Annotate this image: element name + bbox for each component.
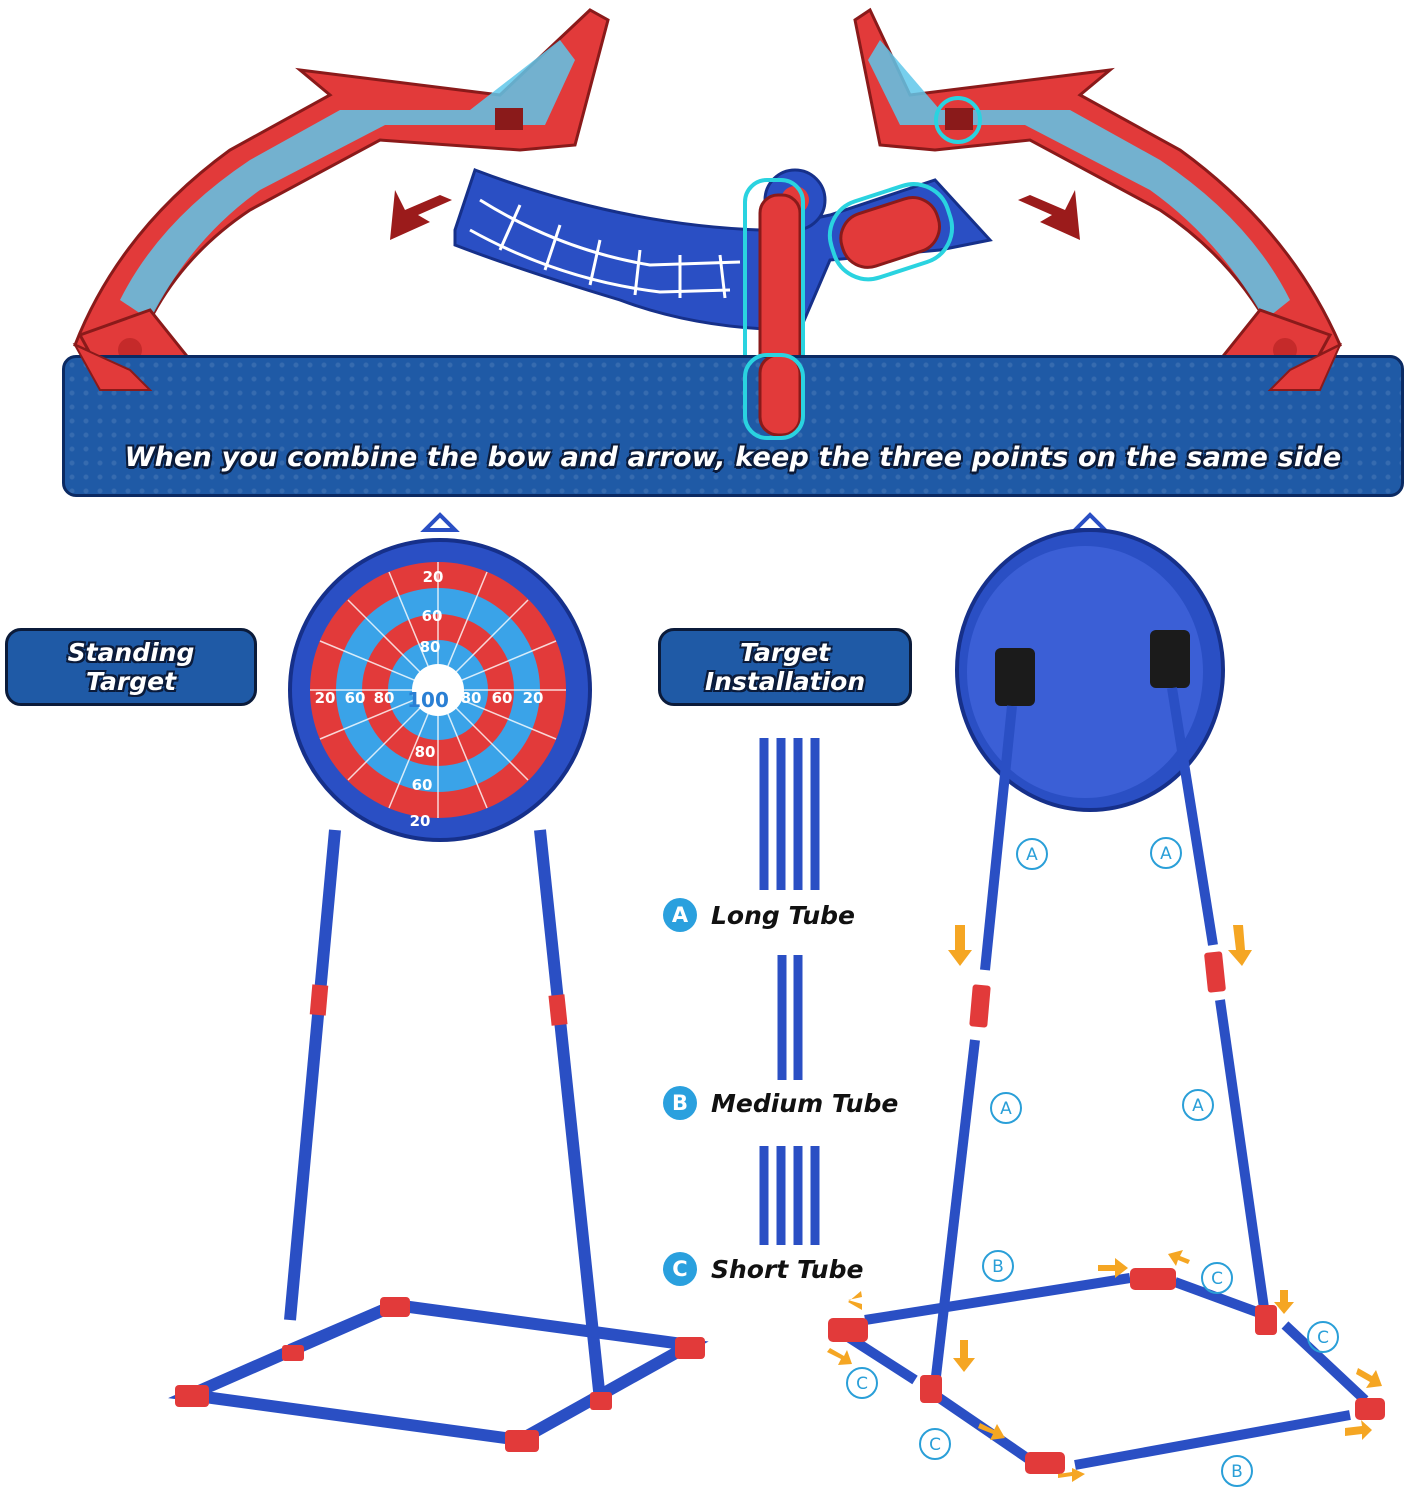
diagram-tubes	[842, 687, 1369, 1470]
marker-label: C	[1317, 1328, 1329, 1348]
score-center: 100	[407, 688, 449, 712]
target-board-back	[955, 512, 1225, 812]
score-left-2: 60	[345, 689, 366, 707]
tube-letter-badge: B	[663, 1086, 697, 1120]
score-bottom-1: 80	[415, 743, 436, 761]
marker-short-back-right: C	[1201, 1262, 1233, 1294]
score-top-1: 20	[423, 568, 444, 586]
marker-medium-front: B	[1221, 1455, 1253, 1487]
score-left-1: 20	[315, 689, 336, 707]
score-left-3: 80	[374, 689, 395, 707]
tube-label-medium: B Medium Tube	[663, 1086, 898, 1120]
target-installation-label-line2: Installation	[704, 667, 866, 696]
marker-short-front-left: C	[919, 1428, 951, 1460]
marker-long-lower-left: A	[990, 1092, 1022, 1124]
marker-label: A	[1192, 1096, 1204, 1116]
diagram-arrows	[827, 925, 1382, 1482]
right-direction-arrow	[1018, 190, 1080, 240]
score-top-3: 80	[420, 638, 441, 656]
tube-label-long: A Long Tube	[663, 898, 855, 932]
target-installation-label: Target Installation	[658, 628, 912, 706]
marker-long-upper-right: A	[1150, 837, 1182, 869]
marker-label: B	[992, 1257, 1004, 1277]
marker-medium-back: B	[982, 1250, 1014, 1282]
diagram-markers: A A A A B B C C	[846, 837, 1339, 1487]
tube-label-short: C Short Tube	[663, 1252, 863, 1286]
score-right-3: 20	[523, 689, 544, 707]
tube-letter-badge: C	[663, 1252, 697, 1286]
long-tube-sample	[759, 738, 820, 890]
tube-name: Medium Tube	[711, 1088, 899, 1118]
standing-target-stand	[168, 829, 709, 1452]
diagram-connectors	[828, 951, 1385, 1474]
score-right-1: 80	[461, 689, 482, 707]
score-right-2: 60	[492, 689, 513, 707]
marker-label: C	[856, 1374, 868, 1394]
marker-short-left: C	[846, 1367, 878, 1399]
target-board	[288, 512, 592, 842]
standing-target-label-line2: Target	[85, 667, 177, 696]
marker-short-right: C	[1307, 1321, 1339, 1353]
marker-label: C	[1211, 1269, 1223, 1289]
standing-target-label: Standing Target	[5, 628, 257, 706]
standing-target-label-line1: Standing	[67, 638, 195, 667]
tube-name: Short Tube	[711, 1254, 864, 1284]
left-direction-arrow	[390, 190, 452, 240]
marker-label: A	[1160, 844, 1172, 864]
marker-label: A	[1000, 1099, 1012, 1119]
instruction-banner: When you combine the bow and arrow, keep…	[62, 355, 1404, 497]
marker-long-upper-left: A	[1016, 838, 1048, 870]
marker-label: A	[1026, 845, 1038, 865]
target-scores: 20 60 80 20 60 80 100 80 60 20 80 60 20	[315, 568, 544, 830]
tube-letter-badge: A	[663, 898, 697, 932]
short-tube-sample	[759, 1146, 820, 1245]
marker-long-lower-right: A	[1182, 1089, 1214, 1121]
target-installation-label-line1: Target	[739, 638, 831, 667]
score-bottom-3: 20	[410, 812, 431, 830]
score-bottom-2: 60	[412, 776, 433, 794]
riser-grip-overlay	[72, 342, 1343, 440]
tube-name: Long Tube	[711, 900, 855, 930]
marker-label: C	[929, 1435, 941, 1455]
marker-label: B	[1231, 1462, 1243, 1482]
score-top-2: 60	[422, 607, 443, 625]
medium-tube-sample	[777, 955, 803, 1080]
instruction-text: When you combine the bow and arrow, keep…	[124, 442, 1342, 473]
